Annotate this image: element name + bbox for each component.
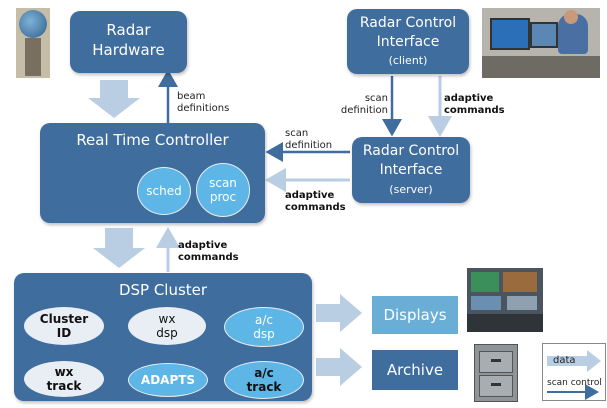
wx-dsp-line2: dsp xyxy=(156,326,178,340)
rci-client-sub: (client) xyxy=(388,54,428,67)
label-adaptive-commands-low: adaptive commands xyxy=(178,240,239,264)
legend-data-label: data xyxy=(553,355,576,366)
label-adaptive-commands-top: adaptive commands xyxy=(444,93,505,117)
dsp-cluster-box: DSP Cluster Cluster ID wx dsp a/c dsp wx… xyxy=(14,273,312,401)
label-scan-mid-line1: scan xyxy=(285,128,309,139)
radar-hardware-line1: Radar xyxy=(106,21,151,39)
dsp-title: DSP Cluster xyxy=(118,281,208,299)
control-room-photo xyxy=(467,268,543,332)
legend-scan-control-label: scan control xyxy=(547,378,602,388)
wx-track-line1: wx xyxy=(54,365,74,379)
legend: data scan control xyxy=(542,343,606,401)
ac-dsp-line1: a/c xyxy=(255,313,273,327)
radar-hardware-line2: Hardware xyxy=(92,41,165,59)
operator-photo xyxy=(482,8,600,78)
data-arrow-hardware-to-rtc xyxy=(88,80,140,118)
displays-label: Displays xyxy=(383,306,447,324)
label-adaptive-mid-line1: adaptive xyxy=(285,190,335,201)
cluster-id-line2: ID xyxy=(56,326,72,340)
wx-dsp-node: wx dsp xyxy=(128,307,206,345)
label-adaptive-low-line1: adaptive xyxy=(178,240,228,251)
label-beam-line2: definitions xyxy=(177,103,230,114)
adapts-label: ADAPTS xyxy=(140,373,196,387)
scan-proc-line1: scan xyxy=(209,176,237,190)
data-arrow-dsp-to-displays xyxy=(316,294,362,332)
label-scan-mid-line2: definition xyxy=(285,140,333,151)
wx-dsp-line1: wx xyxy=(158,312,176,326)
scan-proc-line2: proc xyxy=(209,190,237,204)
cluster-id-line1: Cluster xyxy=(39,312,89,326)
rci-server-box: Radar Control Interface (server) xyxy=(352,137,470,203)
adapts-node: ADAPTS xyxy=(128,363,208,397)
sched-label: sched xyxy=(146,184,182,198)
wx-track-node: wx track xyxy=(24,361,104,397)
sched-node: sched xyxy=(137,167,191,215)
label-adaptive-mid-line2: commands xyxy=(285,202,346,213)
archive-box: Archive xyxy=(372,350,458,390)
label-adaptive-top-line1: adaptive xyxy=(444,93,494,104)
wx-track-line2: track xyxy=(46,379,82,393)
rci-client-line2: Interface xyxy=(376,34,440,50)
cluster-id-node: Cluster ID xyxy=(24,307,104,345)
rtc-title: Real Time Controller xyxy=(76,131,229,149)
rci-server-line2: Interface xyxy=(379,162,443,178)
label-adaptive-top-line2: commands xyxy=(444,105,505,116)
ac-dsp-line2: dsp xyxy=(253,327,275,341)
scan-proc-node: scan proc xyxy=(196,163,250,217)
ac-track-line1: a/c xyxy=(254,366,274,380)
rci-server-sub: (server) xyxy=(389,183,433,196)
ac-dsp-node: a/c dsp xyxy=(224,307,304,347)
legend-data-arrow xyxy=(547,350,601,372)
data-arrow-dsp-to-archive xyxy=(316,348,362,386)
archive-label: Archive xyxy=(386,361,444,379)
real-time-controller-box: Real Time Controller sched scan proc xyxy=(40,123,265,223)
ac-track-node: a/c track xyxy=(224,361,304,399)
rci-client-line1: Radar Control xyxy=(359,15,457,31)
label-beam-line1: beam xyxy=(177,91,206,102)
ac-track-line2: track xyxy=(246,380,282,394)
label-adaptive-commands-mid: adaptive commands xyxy=(285,190,346,214)
label-scan-top-line2: definition xyxy=(340,105,388,116)
label-scan-definition-top: scan definition xyxy=(338,93,388,117)
legend-arrows xyxy=(547,350,601,400)
label-beam-definitions: beam definitions xyxy=(177,91,229,115)
displays-box: Displays xyxy=(372,296,458,334)
data-arrow-rtc-to-dsp xyxy=(93,228,145,268)
radar-dome-image xyxy=(16,8,50,78)
radar-hardware-box: Radar Hardware xyxy=(70,11,187,73)
label-scan-top-line1: scan xyxy=(364,93,388,104)
filing-cabinet-icon xyxy=(474,344,518,402)
label-scan-definition-mid: scan definition xyxy=(285,128,332,152)
rci-server-line1: Radar Control xyxy=(362,143,460,159)
rci-client-box: Radar Control Interface (client) xyxy=(347,9,469,74)
label-adaptive-low-line2: commands xyxy=(178,252,239,263)
